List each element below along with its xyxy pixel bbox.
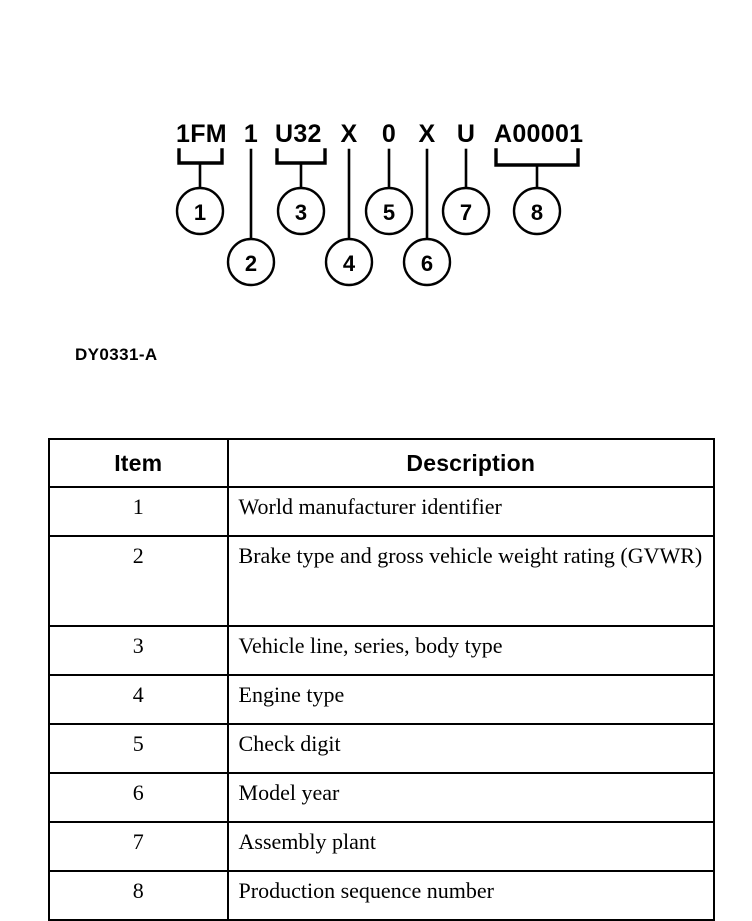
- vin-breakdown-diagram: 1FM 1 U32 X 0 X U A00001 1 3 5: [0, 0, 752, 400]
- vin-segment-text-1: 1FM: [176, 120, 227, 148]
- cell-description: Check digit: [226, 723, 716, 774]
- vin-bracket-8: [494, 148, 580, 167]
- vin-segment-text-4: X: [341, 120, 358, 148]
- callout-circle-3: [276, 186, 326, 236]
- vin-segment-text-2: 1: [244, 120, 258, 148]
- callout-number-7: 7: [460, 200, 472, 225]
- callout-circle-8: [512, 186, 562, 236]
- callout-circle-5: [364, 186, 414, 236]
- table-row: 1 World manufacturer identifier: [48, 486, 716, 537]
- cell-item-number: 1: [48, 486, 229, 537]
- table-row: 5 Check digit: [48, 723, 716, 774]
- cell-description: Engine type: [226, 674, 716, 725]
- table-header-row: Item Description: [48, 438, 716, 488]
- callout-circle-1: [175, 186, 225, 236]
- callout-circle-7: [441, 186, 491, 236]
- callout-circle-4: [324, 237, 374, 287]
- cell-description: Vehicle line, series, body type: [226, 625, 716, 676]
- vin-bracket-1: [177, 148, 224, 165]
- callout-number-1: 1: [194, 200, 206, 225]
- callout-circle-6: [402, 237, 452, 287]
- item-description-table: Item Description 1 World manufacturer id…: [48, 438, 716, 921]
- cell-item-number: 5: [48, 723, 229, 774]
- cell-item-number: 3: [48, 625, 229, 676]
- column-header-description: Description: [226, 438, 716, 488]
- cell-description: Model year: [226, 772, 716, 823]
- cell-description: Brake type and gross vehicle weight rati…: [226, 535, 716, 627]
- callout-number-4: 4: [343, 251, 356, 276]
- column-header-item: Item: [48, 438, 229, 488]
- table-row: 4 Engine type: [48, 674, 716, 725]
- vin-segment-text-7: U: [457, 120, 475, 148]
- table-row: 3 Vehicle line, series, body type: [48, 625, 716, 676]
- cell-item-number: 4: [48, 674, 229, 725]
- cell-item-number: 6: [48, 772, 229, 823]
- cell-item-number: 2: [48, 535, 229, 627]
- table-body: 1 World manufacturer identifier 2 Brake …: [48, 486, 716, 921]
- cell-description: Production sequence number: [226, 870, 716, 921]
- vin-segment-text-5: 0: [382, 120, 396, 148]
- callout-number-8: 8: [531, 200, 543, 225]
- callout-number-5: 5: [383, 200, 395, 225]
- vin-bracket-3: [275, 148, 327, 165]
- callout-number-2: 2: [245, 251, 257, 276]
- vin-segment-text-3: U32: [275, 120, 322, 148]
- table-row: 2 Brake type and gross vehicle weight ra…: [48, 535, 716, 627]
- table-header: Item Description: [48, 438, 716, 488]
- table-row: 6 Model year: [48, 772, 716, 823]
- figure-caption: DY0331-A: [75, 345, 158, 364]
- cell-description: World manufacturer identifier: [226, 486, 716, 537]
- vin-diagram-svg: 1FM 1 U32 X 0 X U A00001 1 3 5: [175, 120, 583, 287]
- callout-circle-2: [226, 237, 276, 287]
- callout-number-6: 6: [421, 251, 433, 276]
- vin-segment-text-6: X: [419, 120, 436, 148]
- cell-item-number: 8: [48, 870, 229, 921]
- callout-number-3: 3: [295, 200, 307, 225]
- table-row: 8 Production sequence number: [48, 870, 716, 921]
- vin-segment-text-8: A00001: [494, 120, 583, 148]
